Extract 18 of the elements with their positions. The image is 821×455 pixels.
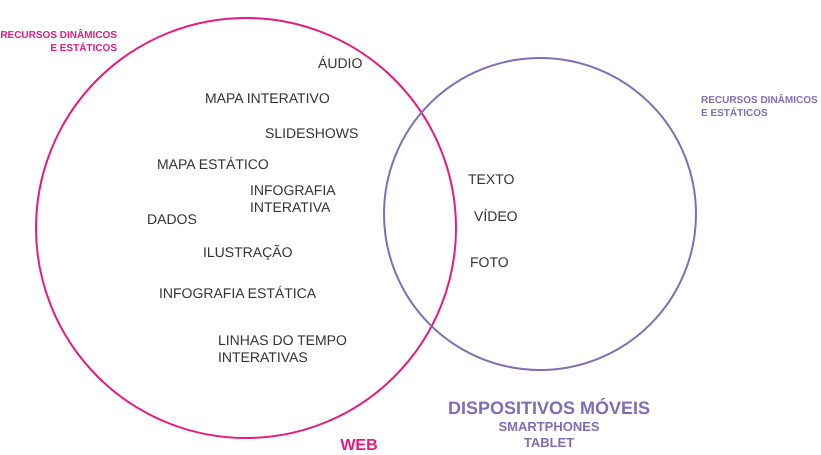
- circle-title: SMARTPHONES: [497, 418, 601, 436]
- circle-title: DISPOSITIVOS MÓVEIS: [446, 397, 652, 420]
- item-label: VÍDEO: [474, 208, 519, 225]
- circle-title: RECURSOS DINÂMICOS E ESTÁTICOS: [0, 29, 117, 55]
- item-label: MAPA INTERATIVO: [205, 90, 331, 107]
- item-label: SLIDESHOWS: [265, 125, 360, 142]
- circle-title: TABLET: [522, 434, 576, 452]
- circle-title: RECURSOS DINÂMICOS E ESTÁTICOS: [701, 94, 819, 120]
- item-label: ILUSTRAÇÃO: [203, 244, 294, 261]
- item-label: INFOGRAFIA ESTÁTICA: [159, 285, 318, 302]
- item-label: FOTO: [470, 254, 510, 271]
- item-label: LINHAS DO TEMPO INTERATIVAS: [218, 332, 348, 366]
- item-label: MAPA ESTÁTICO: [157, 156, 270, 173]
- circle-title: WEB: [339, 436, 379, 455]
- item-label: TEXTO: [468, 171, 516, 188]
- item-label: ÁUDIO: [318, 55, 364, 72]
- item-label: INFOGRAFIA INTERATIVA: [250, 182, 336, 216]
- item-label: DADOS: [147, 211, 198, 228]
